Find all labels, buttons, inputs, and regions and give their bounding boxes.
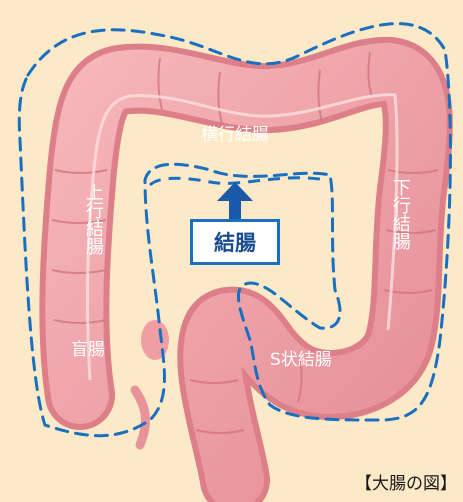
label-transverse-colon: 横行結腸 bbox=[201, 127, 269, 144]
label-colon: 結腸 bbox=[214, 227, 256, 257]
colon-body bbox=[52, 52, 438, 480]
figure-caption: 【大腸の図】 bbox=[355, 469, 457, 494]
label-cecum: 盲腸 bbox=[71, 342, 105, 359]
label-descending-colon: 下行結腸 bbox=[390, 178, 409, 250]
up-arrow-icon bbox=[217, 182, 253, 220]
label-sigmoid-colon: S状結腸 bbox=[270, 352, 332, 369]
colon-label-box: 結腸 bbox=[190, 219, 280, 265]
label-ascending-colon: 上行結腸 bbox=[83, 183, 102, 255]
colon-inner-outline bbox=[150, 178, 326, 185]
